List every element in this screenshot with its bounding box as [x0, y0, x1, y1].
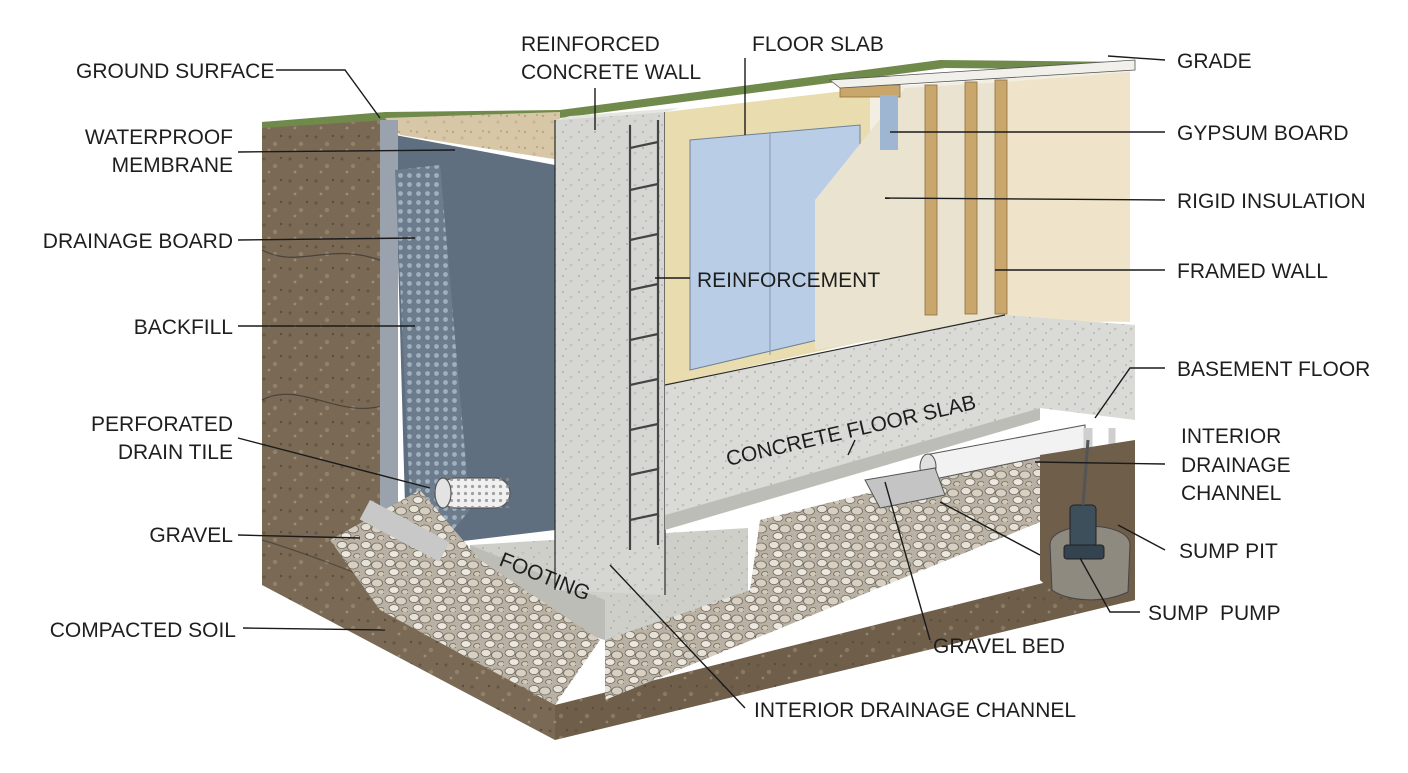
- drain-tile-pipe-icon: [359, 477, 511, 562]
- soil-block: [261, 60, 1135, 740]
- basement-floor-slab: [664, 314, 1135, 530]
- concrete-wall: [554, 108, 680, 595]
- label-drainage-board: DRAINAGE BOARD: [43, 230, 233, 253]
- label-interior-drainage-channel-bottom: INTERIOR DRAINAGE CHANNEL: [754, 699, 1076, 722]
- label-perforated-drain-tile-line1: PERFORATED: [91, 413, 233, 436]
- label-interior-drainage-channel-right-line2: DRAINAGE: [1181, 454, 1291, 477]
- label-grade: GRADE: [1177, 50, 1252, 73]
- label-gravel-bed: GRAVEL BED: [933, 635, 1065, 658]
- rebar-reinforcement: [628, 120, 660, 550]
- label-basement-floor: BASEMENT FLOOR: [1177, 358, 1370, 381]
- label-ground-surface: GROUND SURFACE: [76, 60, 274, 83]
- label-reinforced-concrete-wall-line1: REINFORCED: [521, 33, 660, 56]
- label-perforated-drain-tile-line2: DRAIN TILE: [118, 441, 233, 464]
- interior-wall-layers: [665, 59, 1136, 385]
- label-sump-pump: SUMP PUMP: [1148, 602, 1281, 625]
- label-framed-wall: FRAMED WALL: [1177, 260, 1328, 283]
- gravel-fill: [330, 450, 1045, 705]
- label-rigid-insulation: RIGID INSULATION: [1177, 190, 1366, 213]
- label-gypsum-board: GYPSUM BOARD: [1177, 122, 1349, 145]
- label-reinforcement: REINFORCEMENT: [697, 269, 880, 292]
- backfill-zone: [385, 112, 560, 160]
- sump-pump-icon: [1063, 439, 1105, 560]
- leader-lines: [237, 55, 1166, 709]
- label-waterproof-membrane-line2: MEMBRANE: [112, 154, 233, 177]
- label-reinforced-concrete-wall-line2: CONCRETE WALL: [521, 61, 701, 84]
- label-waterproof-membrane-line1: WATERPROOF: [85, 126, 233, 149]
- label-sump-pit: SUMP PIT: [1179, 540, 1278, 563]
- label-gravel: GRAVEL: [149, 524, 233, 547]
- label-interior-drainage-channel-right-line3: CHANNEL: [1181, 482, 1281, 505]
- label-interior-drainage-channel-right-line1: INTERIOR: [1181, 425, 1281, 448]
- label-backfill: BACKFILL: [134, 316, 233, 339]
- label-floor-slab: FLOOR SLAB: [752, 33, 884, 56]
- drainage-board-layer: [395, 165, 470, 545]
- label-compacted-soil: COMPACTED SOIL: [50, 619, 236, 642]
